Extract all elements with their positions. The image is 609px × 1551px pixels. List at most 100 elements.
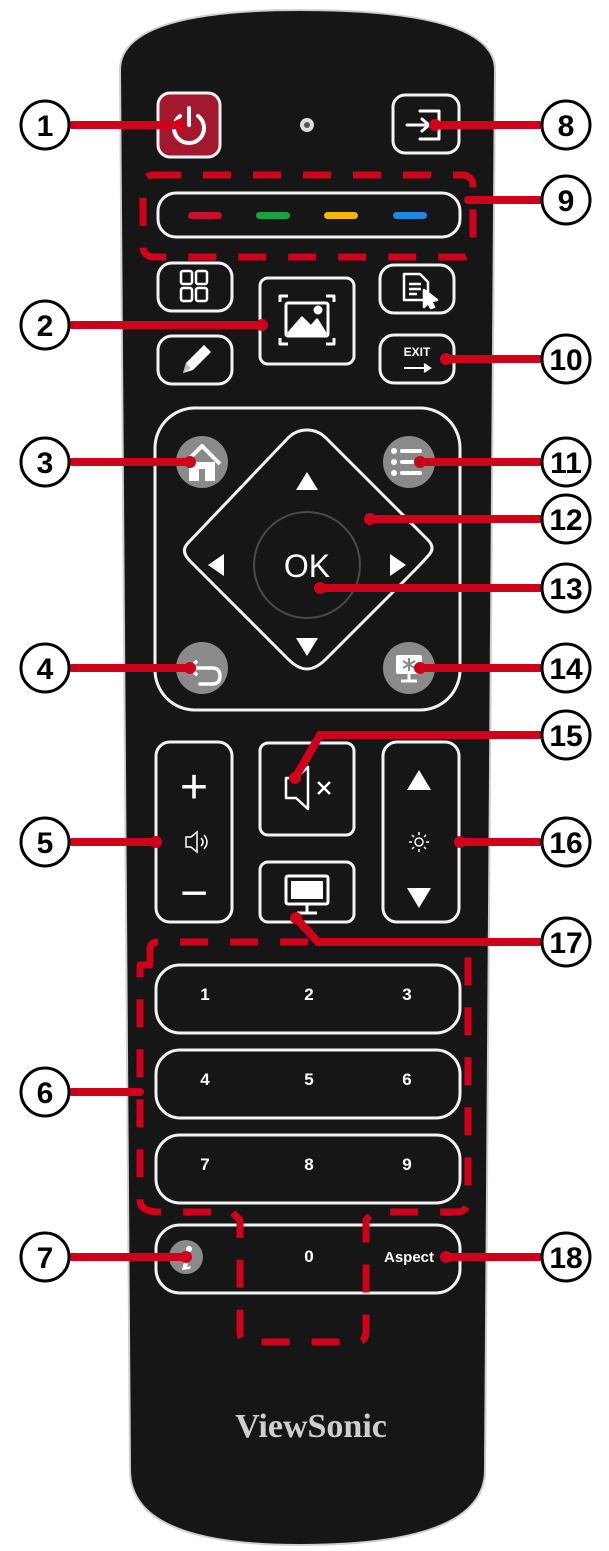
callout-number: 9 — [558, 185, 575, 218]
arrow-up-icon[interactable] — [296, 472, 318, 490]
pen-icon — [183, 345, 211, 373]
callout-12: 12 — [540, 493, 592, 545]
pen-button[interactable] — [156, 334, 234, 386]
callout-10: 10 — [540, 333, 592, 385]
callout-number: 1 — [37, 110, 54, 143]
callout-circle — [540, 916, 592, 968]
callout-number: 14 — [549, 653, 583, 686]
brightness-up-icon[interactable] — [407, 770, 431, 790]
number-key-0[interactable]: 0 — [304, 1247, 313, 1266]
callout-circle — [19, 299, 71, 351]
callout-number: 7 — [37, 1242, 54, 1275]
brightness-down-icon[interactable] — [407, 888, 431, 908]
volume-up-label[interactable]: + — [180, 761, 208, 814]
picture-button[interactable] — [258, 276, 356, 366]
input-button[interactable] — [391, 93, 461, 155]
callout-number: 18 — [549, 1242, 582, 1275]
callout-8: 8 — [540, 99, 592, 151]
callout-number: 15 — [549, 720, 582, 753]
home-button[interactable] — [176, 436, 228, 488]
number-key-4[interactable]: 4 — [200, 1070, 210, 1089]
navigation-block — [153, 406, 462, 712]
callout-circle — [540, 642, 592, 694]
volume-rocker[interactable]: + − — [154, 740, 234, 924]
arrow-right-icon[interactable] — [390, 554, 406, 576]
callout-3: 3 — [19, 436, 71, 488]
callout-circle — [540, 709, 592, 761]
callout-circle — [540, 99, 592, 151]
callout-number: 10 — [549, 344, 582, 377]
color-key-2[interactable] — [256, 212, 290, 219]
brightness-icon — [409, 832, 429, 852]
callout-15: 15 — [540, 709, 592, 761]
callout-number: 3 — [37, 447, 54, 480]
callout-number: 12 — [549, 504, 582, 537]
number-key-3[interactable]: 3 — [402, 985, 411, 1004]
callout-circle — [19, 99, 71, 151]
color-keys — [156, 191, 462, 239]
callout-9: 9 — [540, 174, 592, 226]
callout-14: 14 — [540, 642, 592, 694]
number-key-8[interactable]: 8 — [304, 1155, 313, 1174]
number-row-1 — [154, 963, 462, 1035]
callout-1: 1 — [19, 99, 71, 151]
speaker-icon — [185, 830, 208, 854]
callout-leader-dots — [150, 119, 466, 1263]
document-cursor-icon — [402, 272, 439, 310]
number-key-1[interactable]: 1 — [200, 985, 209, 1004]
arrow-down-icon[interactable] — [296, 638, 318, 656]
windows-button[interactable] — [156, 261, 234, 313]
callout-18: 18 — [540, 1231, 592, 1283]
annotate-button[interactable] — [378, 263, 456, 315]
callout-number: 13 — [549, 573, 582, 606]
color-key-4[interactable] — [393, 212, 427, 219]
color-key-3[interactable] — [324, 212, 358, 219]
callout-17: 17 — [540, 916, 592, 968]
number-key-9[interactable]: 9 — [402, 1155, 411, 1174]
brand-logo: ViewSonic — [235, 1408, 387, 1445]
callout-6: 6 — [19, 1066, 71, 1118]
monitor-icon — [284, 874, 330, 915]
callout-number: 5 — [37, 827, 54, 860]
exit-label: EXIT — [404, 345, 431, 359]
color-key-1[interactable] — [188, 212, 222, 219]
callout-number: 16 — [549, 827, 582, 860]
number-key-2[interactable]: 2 — [304, 985, 313, 1004]
callout-circle — [540, 174, 592, 226]
callout-circle — [19, 436, 71, 488]
callout-circle — [19, 642, 71, 694]
number-key-5[interactable]: 5 — [304, 1070, 313, 1089]
callout-4: 4 — [19, 642, 71, 694]
number-pad: 1 2 3 4 5 6 7 8 9 0 — [154, 963, 462, 1295]
callout-circle — [19, 816, 71, 868]
callout-11: 11 — [540, 436, 592, 488]
callout-2: 2 — [19, 299, 71, 351]
image-icon — [278, 294, 336, 346]
volume-down-label[interactable]: − — [180, 867, 208, 920]
number-key-6[interactable]: 6 — [402, 1070, 411, 1089]
callout-number: 6 — [37, 1077, 54, 1110]
callout-number: 2 — [37, 310, 54, 343]
display-button[interactable] — [258, 860, 356, 924]
callout-number: 4 — [37, 653, 54, 686]
callout-number: 11 — [550, 447, 582, 480]
callout-16: 16 — [540, 816, 592, 868]
callout-circle — [19, 1231, 71, 1283]
callout-13: 13 — [540, 562, 592, 614]
callout-circle — [540, 493, 592, 545]
callout-leaders — [68, 121, 544, 1261]
callout-circle — [540, 1231, 592, 1283]
aspect-button[interactable]: Aspect — [384, 1249, 434, 1266]
callout-number: 17 — [549, 927, 582, 960]
exit-button[interactable]: EXIT — [378, 333, 456, 385]
ir-sensor — [300, 118, 314, 132]
brightness-rocker[interactable] — [381, 740, 461, 924]
callout-7: 7 — [19, 1231, 71, 1283]
callout-circle — [540, 816, 592, 868]
number-key-7[interactable]: 7 — [200, 1155, 209, 1174]
ok-button[interactable]: OK — [253, 511, 361, 619]
arrow-left-icon[interactable] — [208, 554, 224, 576]
ok-label: OK — [284, 548, 330, 584]
